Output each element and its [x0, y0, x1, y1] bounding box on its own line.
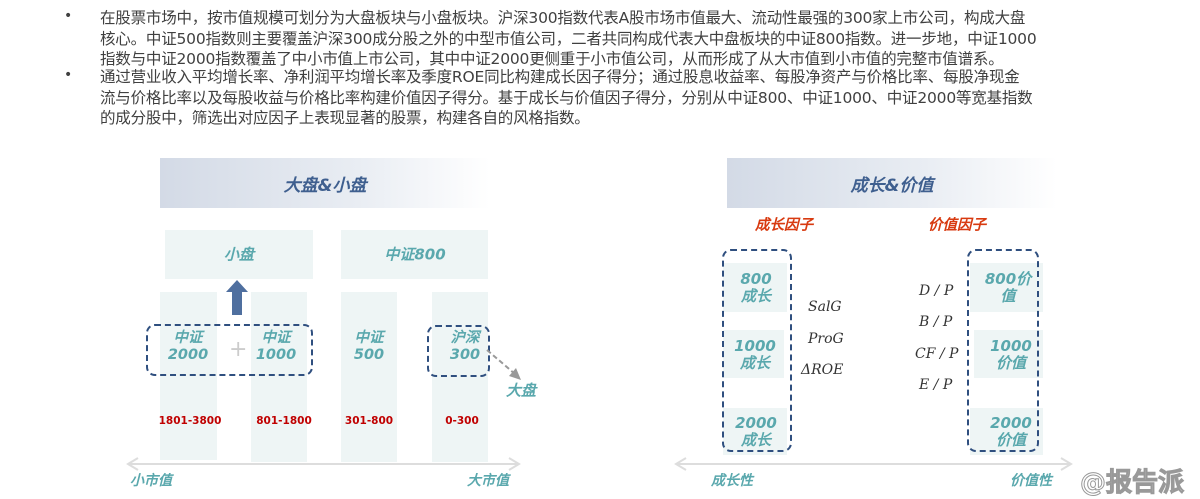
dashed-arrow-icon — [486, 349, 521, 380]
rank-range: 1801-3800 — [158, 415, 222, 427]
watermark: @报告派 — [1079, 468, 1185, 499]
rank-range: 801-1800 — [256, 415, 312, 427]
value-metric: D / P — [919, 283, 954, 299]
index-column — [341, 292, 397, 462]
small-cap-group-outline — [146, 324, 313, 376]
up-arrow-icon — [226, 280, 248, 315]
growth-cell — [723, 408, 787, 455]
rank-range: 301-800 — [344, 415, 394, 427]
axis-label-small-cap: 小市值 — [130, 473, 172, 489]
large-cap-label: 大盘 — [505, 381, 537, 400]
index-column — [432, 292, 488, 462]
csi800-box — [341, 230, 488, 279]
paragraph-line: 在股票市场中，按市值规模可划分为大盘板块与小盘板块。沪深300指数代表A股市场市… — [100, 9, 1026, 27]
index-column — [160, 292, 217, 460]
growth-cell — [723, 330, 784, 378]
csi800-label: 中证800 — [384, 245, 446, 264]
style-header: 成长&价值 — [727, 158, 1057, 208]
size-header: 大盘&小盘 — [160, 158, 490, 208]
market-cap-axis — [126, 457, 521, 471]
bullet: • — [64, 67, 73, 83]
growth-factor-title: 成长因子 — [755, 217, 813, 234]
growth-group-outline — [722, 249, 792, 452]
paragraph-line: 核心。中证500指数则主要覆盖沪深300成分股之外的中型市值公司，二者共同构成代… — [100, 30, 1037, 48]
value-factor-title: 价值因子 — [928, 217, 986, 234]
small-cap-box — [165, 230, 313, 279]
value-metric: CF / P — [915, 346, 959, 362]
style-axis — [674, 457, 1073, 471]
index-column — [251, 292, 307, 462]
paragraph-line: 的成分股中，筛选出对应因子上表现显著的股票，构建各自的风格指数。 — [100, 109, 590, 127]
paragraph-line: 指数与中证2000指数覆盖了中小市值上市公司，其中中证2000更侧重于小市值公司… — [100, 50, 1004, 68]
value-index-800: 800价值 — [984, 270, 1032, 305]
value-metric: E / P — [919, 377, 953, 393]
paragraph-line: 通过营业收入平均增长率、净利润平均增长率及季度ROE同比构建成长因子得分；通过股… — [100, 68, 1020, 86]
axis-label-large-cap: 大市值 — [467, 473, 509, 489]
value-cell — [974, 330, 1043, 378]
axis-label-growth: 成长性 — [711, 473, 753, 489]
axis-label-value: 价值性 — [1010, 473, 1052, 489]
plus-icon: + — [229, 337, 248, 362]
growth-cell — [723, 263, 787, 312]
growth-metric: SalG — [808, 299, 842, 315]
value-cell — [970, 263, 1043, 312]
paragraph-line: 流与价格比率以及每股收益与价格比率构建价值因子得分。基于成长与价值因子得分，分别… — [100, 89, 1033, 107]
growth-metric: ΔROE — [801, 362, 844, 378]
rank-range: 0-300 — [445, 415, 479, 427]
growth-metric: ProG — [808, 331, 844, 347]
bullet: • — [64, 8, 73, 24]
value-metric: B / P — [919, 314, 953, 330]
small-cap-label: 小盘 — [223, 245, 255, 264]
value-group-outline — [967, 249, 1039, 452]
